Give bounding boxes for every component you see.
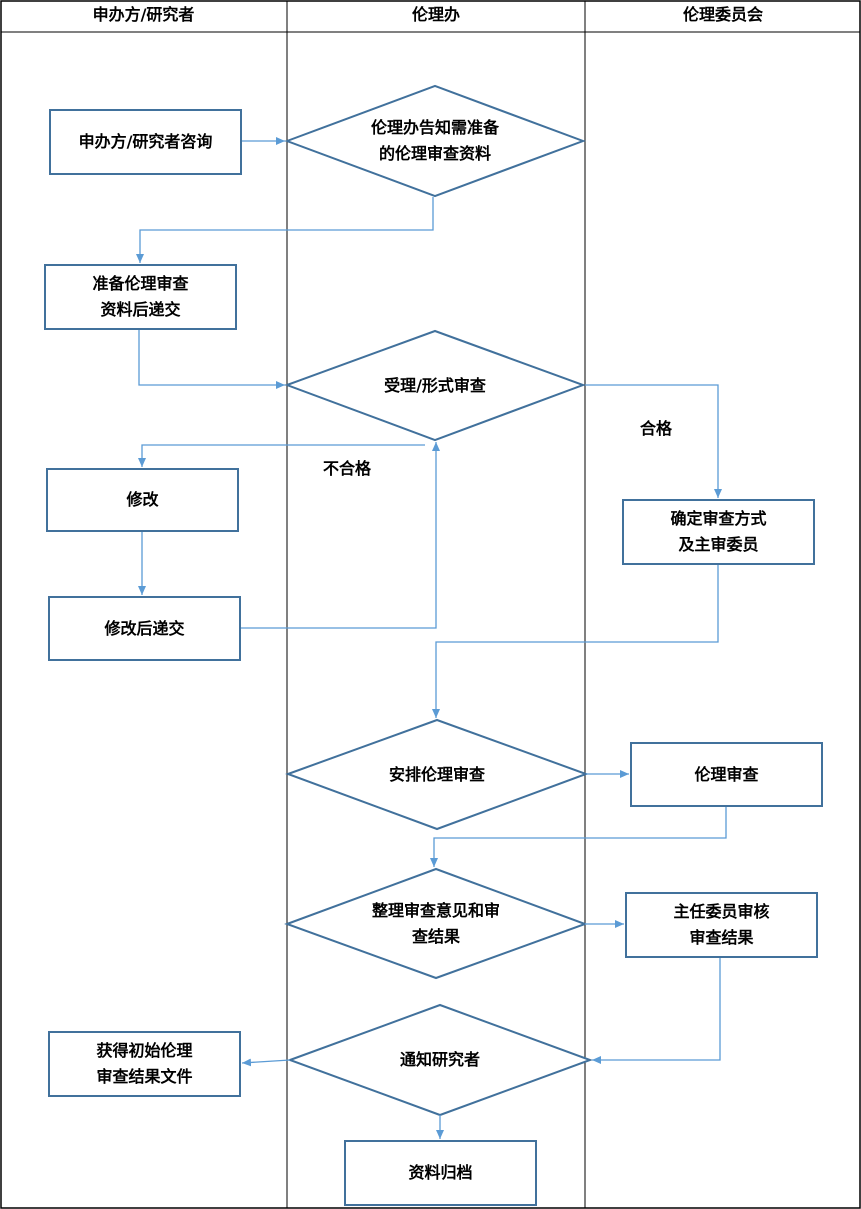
edge-prepare-to-accept [138,330,285,389]
lane-header-office: 伦理办 [411,5,460,24]
edge-notify-to-prepare [136,197,434,263]
box-chair-review: 主任委员审核 审查结果 [625,892,818,958]
diamond-label-notify-materials: 伦理办告知需准备 的伦理审查资料 [370,118,499,163]
diamond-label-compile-results: 整理审查意见和审 查结果 [371,901,500,946]
box-ethics-review: 伦理审查 [630,742,823,807]
box-decide-method: 确定审查方式 及主审委员 [622,499,815,565]
box-consult: 申办方/研究者咨询 [49,109,242,175]
edge-notify-to-documents [241,1058,291,1067]
edge-decide-to-arrange [432,565,719,718]
diamond-notify-materials [284,84,586,198]
box-get-documents: 获得初始伦理 审查结果文件 [48,1031,241,1097]
lane-header-applicant: 申办方/研究者 [92,5,195,24]
edge-accept-unqualified [138,444,425,467]
edge-label-qualified: 合格 [640,419,673,438]
diamond-label-accept-review: 受理/形式审查 [384,376,486,395]
edge-accept-qualified [585,384,722,498]
box-modify: 修改 [46,468,239,532]
edge-review-to-compile [430,807,727,867]
edge-resubmit-to-accept [240,442,440,629]
diamond-accept-review [284,329,586,442]
diamond-notify-researcher [287,1003,593,1117]
box-resubmit: 修改后递交 [48,596,241,661]
lane-header-committee: 伦理委员会 [682,5,763,24]
edge-chair-to-notify [592,957,721,1064]
diamond-label-arrange-review: 安排伦理审查 [388,765,485,784]
edge-label-unqualified: 不合格 [323,459,372,478]
box-archive: 资料归档 [344,1140,537,1206]
box-prepare-submit: 准备伦理审查 资料后递交 [44,264,237,330]
diamond-label-notify-researcher: 通知研究者 [399,1050,480,1069]
